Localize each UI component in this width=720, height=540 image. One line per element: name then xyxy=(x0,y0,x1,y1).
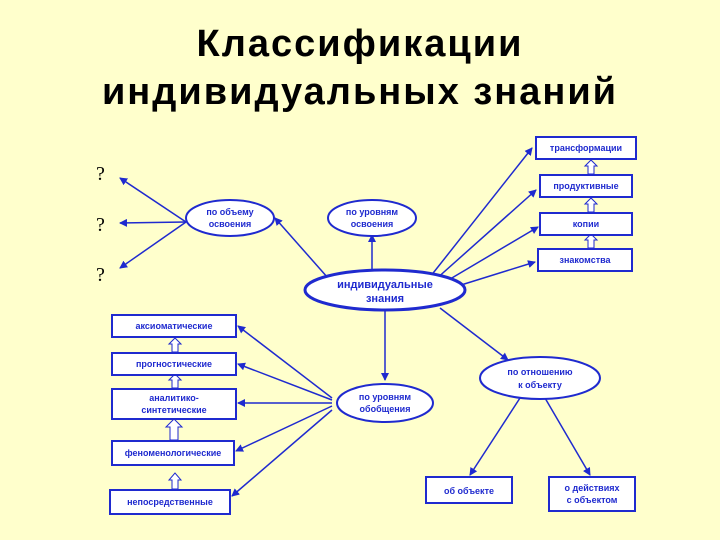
relation-item-1: об объекте xyxy=(425,476,513,504)
level-line-2: освоения xyxy=(351,219,394,229)
generalization-item-5-label: непосредственные xyxy=(127,497,213,507)
level-item-3-label: копии xyxy=(573,219,599,229)
generalization-item-4: феноменологические xyxy=(111,440,235,466)
generalization-item-3-label-2: синтетические xyxy=(141,405,206,415)
generalization-hollow-arrows xyxy=(164,337,184,490)
generalization-item-3-label-1: аналитико- xyxy=(149,393,199,403)
level-item-1-label: трансформации xyxy=(550,143,622,153)
generalization-line-1: по уровням xyxy=(359,392,412,402)
generalization-node: по уровням обобщения xyxy=(336,383,434,423)
center-node: индивидуальные знания xyxy=(303,268,467,312)
generalization-item-2: прогностические xyxy=(111,352,237,376)
relation-line-2: к объекту xyxy=(518,380,562,390)
level-item-3: копии xyxy=(539,212,633,236)
level-item-4-label: знакомства xyxy=(559,255,611,265)
volume-node: по объему освоения xyxy=(185,199,275,237)
generalization-line-2: обобщения xyxy=(360,404,411,414)
relation-item-1-label: об объекте xyxy=(444,486,494,496)
question-mark-3: ? xyxy=(96,264,105,286)
level-node: по уровням освоения xyxy=(327,199,417,237)
center-line-2: знания xyxy=(366,293,404,305)
level-item-2-label: продуктивные xyxy=(553,181,618,191)
volume-line-2: освоения xyxy=(209,219,252,229)
title-line-1: Классификации xyxy=(196,23,524,65)
title-line-2: индивидуальных знаний xyxy=(101,71,619,113)
generalization-item-1: аксиоматические xyxy=(111,314,237,338)
level-hollow-arrows xyxy=(583,159,599,249)
relation-item-2-label-1: о действиях xyxy=(565,483,620,493)
center-line-1: индивидуальные xyxy=(337,279,433,291)
question-mark-2: ? xyxy=(96,214,105,236)
relation-line-1: по отношению xyxy=(507,367,573,377)
question-mark-1: ? xyxy=(96,163,105,185)
level-line-1: по уровням xyxy=(346,207,399,217)
generalization-item-2-label: прогностические xyxy=(136,359,212,369)
level-item-4: знакомства xyxy=(537,248,633,272)
relation-item-2-label-2: с объектом xyxy=(567,495,618,505)
volume-line-1: по объему xyxy=(206,207,253,217)
generalization-item-3: аналитико- синтетические xyxy=(111,388,237,420)
generalization-item-4-label: феноменологические xyxy=(125,448,222,458)
level-item-2: продуктивные xyxy=(539,174,633,198)
relation-item-2: о действиях с объектом xyxy=(548,476,636,512)
level-item-1: трансформации xyxy=(535,136,637,160)
generalization-item-5: непосредственные xyxy=(109,489,231,515)
relation-node: по отношению к объекту xyxy=(479,356,601,400)
generalization-item-1-label: аксиоматические xyxy=(136,321,213,331)
